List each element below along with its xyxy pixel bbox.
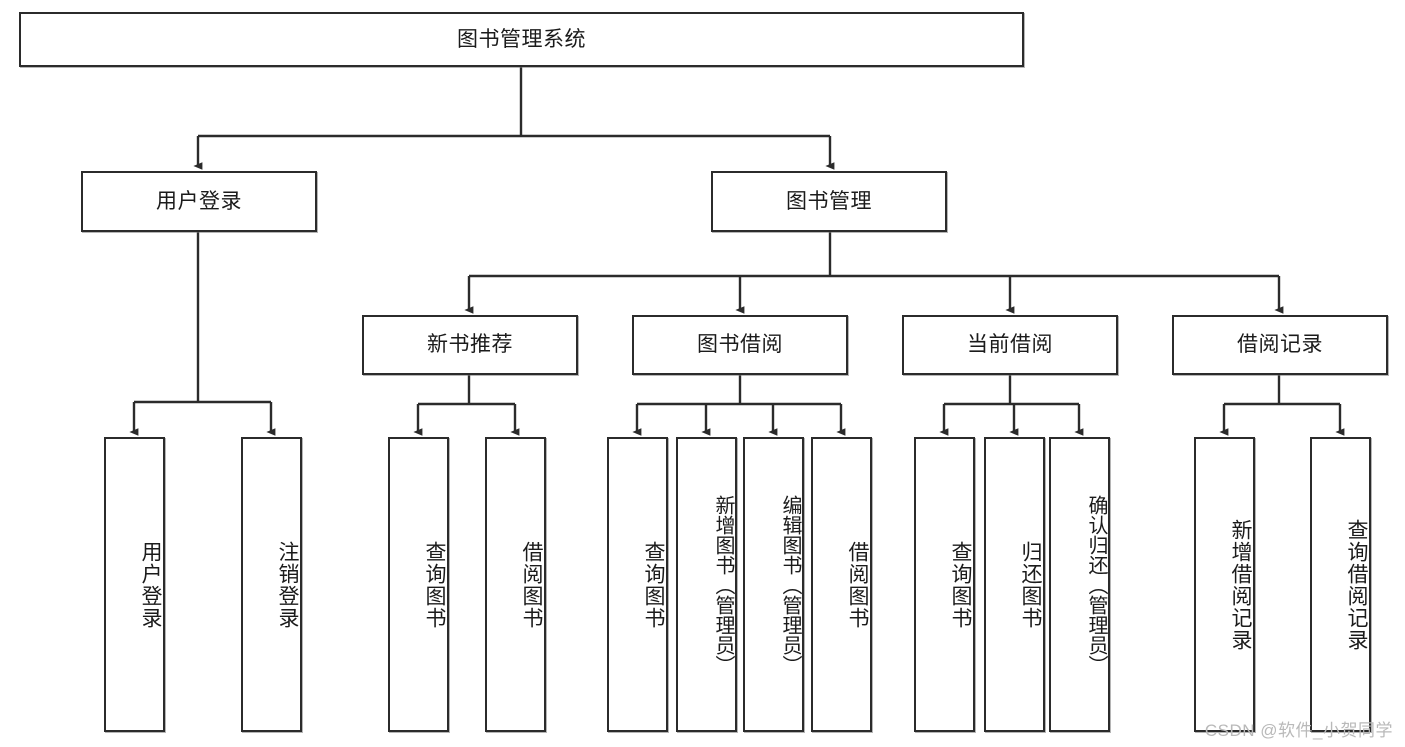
node-leaf-return-book-label: 归还图书: [1019, 540, 1042, 629]
node-leaf-query-book-1-label: 查询图书: [423, 540, 446, 629]
node-leaf-edit-book[interactable]: 编辑图书（管理员）: [743, 437, 804, 732]
csdn-watermark: CSDN @软件_小贺同学: [1204, 721, 1393, 740]
node-leaf-query-book-2[interactable]: 查询图书: [607, 437, 668, 732]
node-current-borrow-label: 当前借阅: [967, 333, 1053, 357]
node-root[interactable]: 图书管理系统: [19, 12, 1024, 67]
node-book-borrow-label: 图书借阅: [697, 333, 783, 357]
node-new-book-recommend-label: 新书推荐: [427, 333, 513, 357]
node-new-book-recommend[interactable]: 新书推荐: [362, 315, 578, 375]
node-user-login-label: 用户登录: [156, 189, 242, 213]
node-leaf-confirm-return[interactable]: 确认归还（管理员）: [1049, 437, 1110, 732]
node-leaf-user-login-label: 用户登录: [139, 540, 162, 629]
node-leaf-add-book[interactable]: 新增图书（管理员）: [676, 437, 737, 732]
node-leaf-edit-book-label: 编辑图书（管理员）: [779, 494, 801, 675]
node-leaf-user-login[interactable]: 用户登录: [104, 437, 165, 732]
node-leaf-borrow-book-2[interactable]: 借阅图书: [811, 437, 872, 732]
node-borrow-record[interactable]: 借阅记录: [1172, 315, 1388, 375]
node-book-manage[interactable]: 图书管理: [711, 171, 947, 232]
node-leaf-query-book-2-label: 查询图书: [642, 540, 665, 629]
node-leaf-user-logout[interactable]: 注销登录: [241, 437, 302, 732]
node-leaf-query-record[interactable]: 查询借阅记录: [1310, 437, 1371, 732]
node-leaf-add-record[interactable]: 新增借阅记录: [1194, 437, 1255, 732]
node-leaf-add-book-label: 新增图书（管理员）: [712, 494, 734, 675]
node-leaf-query-book-3-label: 查询图书: [949, 540, 972, 629]
node-leaf-borrow-book-2-label: 借阅图书: [846, 540, 869, 629]
node-borrow-record-label: 借阅记录: [1237, 333, 1323, 357]
node-book-borrow[interactable]: 图书借阅: [632, 315, 848, 375]
node-book-manage-label: 图书管理: [786, 189, 872, 213]
node-leaf-user-logout-label: 注销登录: [276, 540, 299, 629]
node-root-label: 图书管理系统: [457, 27, 586, 51]
node-leaf-query-book-3[interactable]: 查询图书: [914, 437, 975, 732]
node-leaf-return-book[interactable]: 归还图书: [984, 437, 1045, 732]
node-user-login[interactable]: 用户登录: [81, 171, 317, 232]
node-leaf-query-book-1[interactable]: 查询图书: [388, 437, 449, 732]
node-leaf-borrow-book-1[interactable]: 借阅图书: [485, 437, 546, 732]
node-leaf-query-record-label: 查询借阅记录: [1345, 518, 1368, 651]
node-current-borrow[interactable]: 当前借阅: [902, 315, 1118, 375]
node-leaf-add-record-label: 新增借阅记录: [1229, 518, 1252, 651]
node-leaf-borrow-book-1-label: 借阅图书: [520, 540, 543, 629]
node-leaf-confirm-return-label: 确认归还（管理员）: [1085, 494, 1107, 675]
